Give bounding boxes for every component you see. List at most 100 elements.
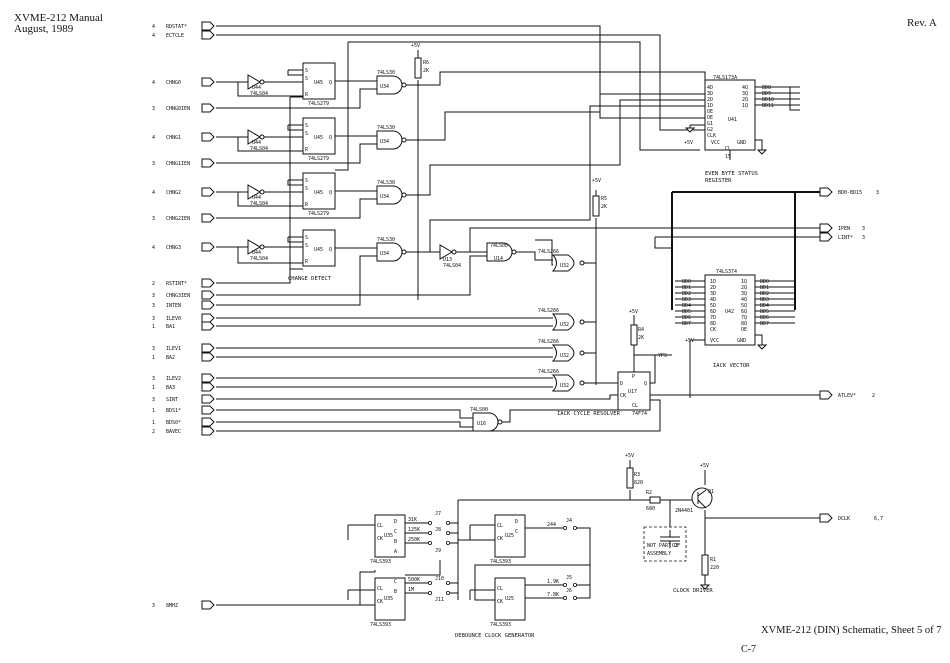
- connector-symbol: [201, 158, 215, 168]
- bd-out-label: BD4: [760, 303, 769, 309]
- u41-pin: CLK: [707, 133, 716, 139]
- u14-ref: U14: [494, 256, 503, 262]
- left-signal-label: SINT: [166, 397, 178, 403]
- u25-pin: CL: [497, 586, 503, 592]
- u34-ref: U34: [380, 194, 389, 200]
- right-signal-label: BD0-BD15: [838, 190, 862, 196]
- left-signal-pin: 4: [152, 24, 155, 30]
- right-signal-label: LINT*: [838, 235, 853, 241]
- left-signal-pin: 3: [152, 346, 155, 352]
- u25-pin: C: [515, 529, 518, 535]
- u32-ref: U32: [560, 383, 569, 389]
- bd-out-label: BD6: [760, 315, 769, 321]
- connector-symbol: [201, 417, 215, 427]
- resistor-value: 2K: [423, 68, 429, 74]
- vcc-label: +5V: [629, 309, 638, 315]
- sheet-caption: XVME-212 (DIN) Schematic, Sheet 5 of 7: [761, 625, 942, 636]
- debounce-caption: DEBOUNCE CLOCK GENERATOR: [455, 633, 535, 639]
- u17-pin: P: [632, 374, 635, 380]
- bd-out-label: BD10: [762, 97, 774, 103]
- u45-pin: S: [305, 76, 308, 82]
- left-signal-pin: 3: [152, 397, 155, 403]
- left-signal-label: CHNG2IEN: [166, 216, 190, 222]
- left-signal-pin: 3: [152, 106, 155, 112]
- u42-pin: 1D: [710, 279, 716, 285]
- left-signal-label: 8MHZ: [166, 603, 178, 609]
- vcc-label: +5V: [411, 43, 420, 49]
- u25-part: 74LS393: [490, 622, 511, 628]
- u42-pin: OE: [741, 327, 747, 333]
- clock-driver: [626, 460, 820, 590]
- left-signal-label: BA3: [166, 385, 175, 391]
- u25-pin: D: [515, 519, 518, 525]
- bd-out-label: BD1: [760, 285, 769, 291]
- u35-pin: CL: [377, 523, 383, 529]
- u13-ref: U13: [443, 257, 452, 263]
- page-number: C-7: [741, 644, 756, 655]
- connector-symbol: [201, 77, 215, 87]
- u45-ref: U45: [314, 190, 323, 196]
- connector-symbol: [201, 213, 215, 223]
- right-signal-ref: 3: [876, 190, 879, 196]
- u41-gnd: GND: [737, 140, 746, 146]
- left-signal-pin: 4: [152, 80, 155, 86]
- u41-pin: 2D: [707, 97, 713, 103]
- bd-in-label: BD7: [682, 321, 691, 327]
- u45-pin: S: [305, 186, 308, 192]
- u32-part: 74LS266: [538, 339, 559, 345]
- u42-vcc: VCC: [710, 338, 719, 344]
- vcc-label: +5V: [684, 140, 693, 146]
- u44-part: 74LS04: [250, 146, 268, 152]
- u44-part: 74LS04: [250, 91, 268, 97]
- u42-pin: 8Q: [741, 321, 747, 327]
- yps-label: YPS: [658, 353, 667, 359]
- bd-bus: [671, 191, 822, 310]
- u32-ref: U32: [560, 263, 569, 269]
- u34-part: 74LS30: [377, 237, 395, 243]
- u45-part: 74LS279: [308, 211, 329, 217]
- u25-pin: CK: [497, 599, 503, 605]
- u35-pin: CL: [377, 586, 383, 592]
- u42-part: 74LS374: [716, 269, 737, 275]
- left-signal-pin: 3: [152, 603, 155, 609]
- schematic-labels: BD0-BD15 3 IPEN 3 LINT* 3 ATLEV* 2 DCLK …: [250, 43, 883, 639]
- connector-symbol: [201, 600, 215, 610]
- u45-pin: Q: [329, 247, 332, 253]
- left-signal-label: BAVEC: [166, 429, 181, 435]
- q1-ref: Q1: [708, 489, 714, 495]
- u41-part: 74LS173A: [713, 75, 737, 81]
- bd-out-label: BD7: [760, 321, 769, 327]
- u42-pin: 7Q: [741, 315, 747, 321]
- u14-part: 74LS00: [490, 243, 508, 249]
- u35-pin: CK: [377, 536, 383, 542]
- u34-ref: U34: [380, 251, 389, 257]
- u42-ref: U42: [725, 309, 734, 315]
- u35-pin: B: [394, 539, 397, 545]
- u34-ref: U34: [380, 84, 389, 90]
- resistor-ref: R1: [710, 557, 716, 563]
- u17-pin: CK: [620, 393, 626, 399]
- u17-caption: IACK CYCLE RESOLVER: [557, 411, 621, 417]
- u45-pin: S: [305, 178, 308, 184]
- u32-part: 74LS266: [538, 369, 559, 375]
- u41-pin: G2: [707, 127, 713, 133]
- resistor-value: 2K: [601, 204, 607, 210]
- freq-label: 125K: [408, 527, 420, 533]
- left-signal-label: ECTCLE: [166, 33, 184, 39]
- u41-vcc: VCC: [711, 140, 720, 146]
- resistor-value: 2K: [638, 335, 644, 341]
- resistor-ref: R4: [638, 327, 644, 333]
- bd-in-label: BD1: [682, 285, 691, 291]
- u16-part: 74LS00: [470, 407, 488, 413]
- u41-pin: G1: [707, 121, 713, 127]
- u45-pin: S: [305, 131, 308, 137]
- u17-part: 74F74: [632, 411, 647, 417]
- u25-pin: CK: [497, 536, 503, 542]
